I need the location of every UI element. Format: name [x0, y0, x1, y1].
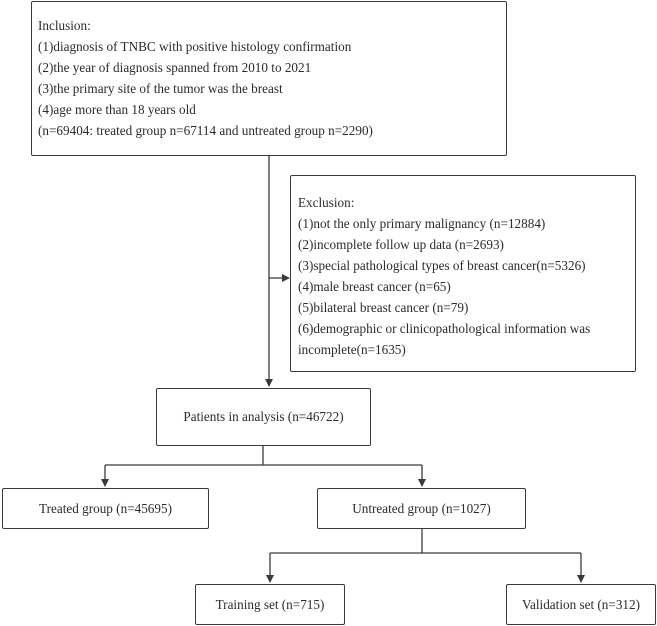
exclusion-criterion-3: (3)special pathological types of breast …	[298, 258, 586, 273]
untreated-group-label: Untreated group (n=1027)	[352, 500, 491, 516]
exclusion-criterion-6: (6)demographic or clinicopathological in…	[298, 321, 591, 357]
exclusion-criterion-2: (2)incomplete follow up data (n=2693)	[298, 237, 504, 252]
validation-set-box: Validation set (n=312)	[506, 584, 656, 625]
inclusion-criterion-3: (3)the primary site of the tumor was the…	[38, 81, 283, 96]
analysis-label: Patients in analysis (n=46722)	[183, 409, 344, 424]
exclusion-criterion-1: (1)not the only primary malignancy (n=12…	[298, 216, 546, 231]
untreated-group-box: Untreated group (n=1027)	[317, 488, 526, 529]
training-set-box: Training set (n=715)	[195, 584, 345, 625]
training-set-label: Training set (n=715)	[215, 596, 325, 612]
inclusion-title: Inclusion:	[38, 18, 91, 33]
treated-group-box: Treated group (n=45695)	[2, 488, 209, 529]
exclusion-box: Exclusion: (1)not the only primary malig…	[290, 175, 636, 372]
inclusion-criterion-1: (1)diagnosis of TNBC with positive histo…	[38, 39, 352, 54]
inclusion-criterion-4: (4)age more than 18 years old	[38, 102, 196, 117]
analysis-box: Patients in analysis (n=46722)	[156, 388, 371, 446]
exclusion-criterion-4: (4)male breast cancer (n=65)	[298, 279, 451, 294]
inclusion-total-count: (n=69404: treated group n=67114 and untr…	[38, 123, 373, 138]
exclusion-criterion-5: (5)bilateral breast cancer (n=79)	[298, 300, 469, 315]
inclusion-criterion-2: (2)the year of diagnosis spanned from 20…	[38, 60, 312, 75]
exclusion-title: Exclusion:	[298, 195, 355, 210]
inclusion-box: Inclusion: (1)diagnosis of TNBC with pos…	[31, 1, 507, 156]
treated-group-label: Treated group (n=45695)	[39, 500, 172, 516]
validation-set-label: Validation set (n=312)	[521, 596, 641, 612]
